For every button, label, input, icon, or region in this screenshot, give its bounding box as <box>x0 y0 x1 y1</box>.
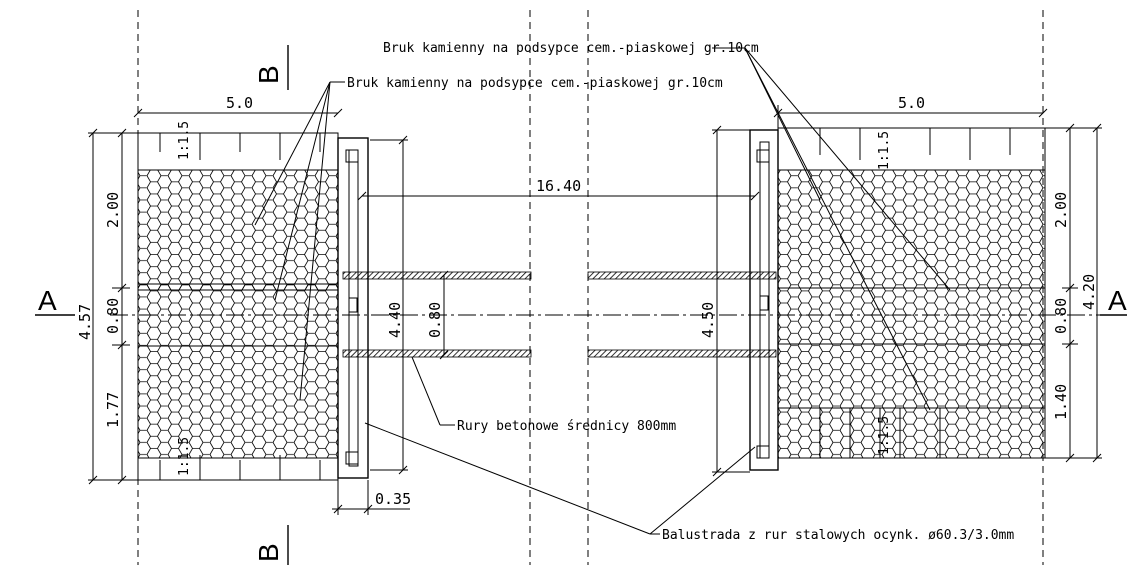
dim-left-mid: 0.80 <box>104 298 122 334</box>
dim-span: 16.40 <box>536 177 581 195</box>
dim-right-top: 2.00 <box>1052 192 1070 228</box>
section-mark-b-bottom: B <box>253 543 284 562</box>
section-markers <box>35 45 1127 565</box>
left-headwall <box>337 137 369 479</box>
dim-right-mid: 0.80 <box>1052 298 1070 334</box>
dim-wall-thickness: 0.35 <box>375 490 411 508</box>
dim-slope-1: 1:1.5 <box>177 121 192 160</box>
note-paving-top: Bruk kamienny na podsypce cem.-piaskowej… <box>383 41 759 56</box>
dim-left-top: 2.00 <box>104 192 122 228</box>
dim-right-total: 4.20 <box>1080 274 1098 310</box>
dim-slope-3: 1:1.5 <box>877 131 892 170</box>
dimension-lines <box>88 105 1102 515</box>
right-paved-area <box>777 127 1046 459</box>
left-paved-area <box>137 132 339 481</box>
leader-lines <box>254 47 951 535</box>
dim-width-right: 5.0 <box>898 94 925 112</box>
note-railing: Balustrada z rur stalowych ocynk. ø60.3/… <box>662 528 1014 543</box>
dim-right-bottom: 1.40 <box>1052 384 1070 420</box>
dim-head-right: 4.50 <box>699 302 717 338</box>
section-mark-a-right: A <box>1108 285 1127 316</box>
right-headwall <box>749 129 779 471</box>
dim-pipe-diameter: 0.80 <box>426 302 444 338</box>
dim-left-bottom: 1.77 <box>104 392 122 428</box>
dim-slope-4: 1:1.5 <box>877 416 892 455</box>
dim-width-left: 5.0 <box>226 94 253 112</box>
concrete-pipes <box>342 271 777 358</box>
section-mark-a-left: A <box>38 285 57 316</box>
note-paving-left: Bruk kamienny na podsypce cem.-piaskowej… <box>347 76 723 91</box>
dim-left-total: 4.57 <box>76 304 94 340</box>
section-mark-b-top: B <box>253 65 284 84</box>
note-pipes: Rury betonowe średnicy 800mm <box>457 419 676 434</box>
dim-head-left: 4.40 <box>386 302 404 338</box>
dim-slope-2: 1:1.5 <box>177 437 192 476</box>
